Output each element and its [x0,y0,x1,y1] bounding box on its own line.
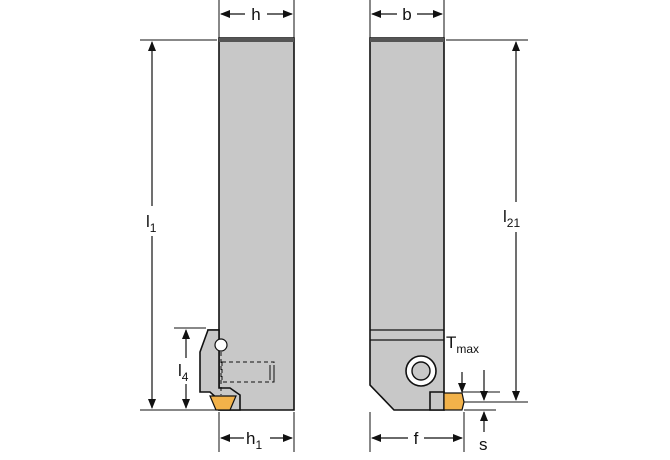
hidden-line-pocket [221,361,275,383]
shank-body-front [369,37,445,411]
dim-b-bg [397,3,417,23]
insert-pocket [429,391,445,411]
dim-label-h: h [251,5,260,24]
shank-top-edge [219,38,294,42]
dim-l4-bg [176,358,198,384]
dim-label-l21: l21 [503,207,520,230]
insert-side [209,395,237,411]
dim-f-bg [408,428,424,448]
dim-label-tmax: Tmax [446,333,479,356]
dim-l21-bg [502,202,532,232]
insert-front [443,392,465,411]
dim-l1-bg [140,206,164,236]
dim-label-l1: l1 [146,212,157,235]
dim-h-bg [245,3,267,23]
clamp-screw-side [214,338,228,352]
front-view: b l21 Tmax s f [369,0,532,454]
clamp-screw-inner [411,361,431,381]
dim-label-l4: l4 [178,361,189,384]
dim-label-h1: h1 [246,429,262,452]
dim-label-b: b [402,5,411,24]
shank-top-edge-front [370,38,444,42]
side-view: h l1 l4 h1 [140,0,295,452]
dim-label-s: s [479,435,488,454]
dim-h1-bg [244,426,270,450]
dim-label-f: f [414,429,419,448]
